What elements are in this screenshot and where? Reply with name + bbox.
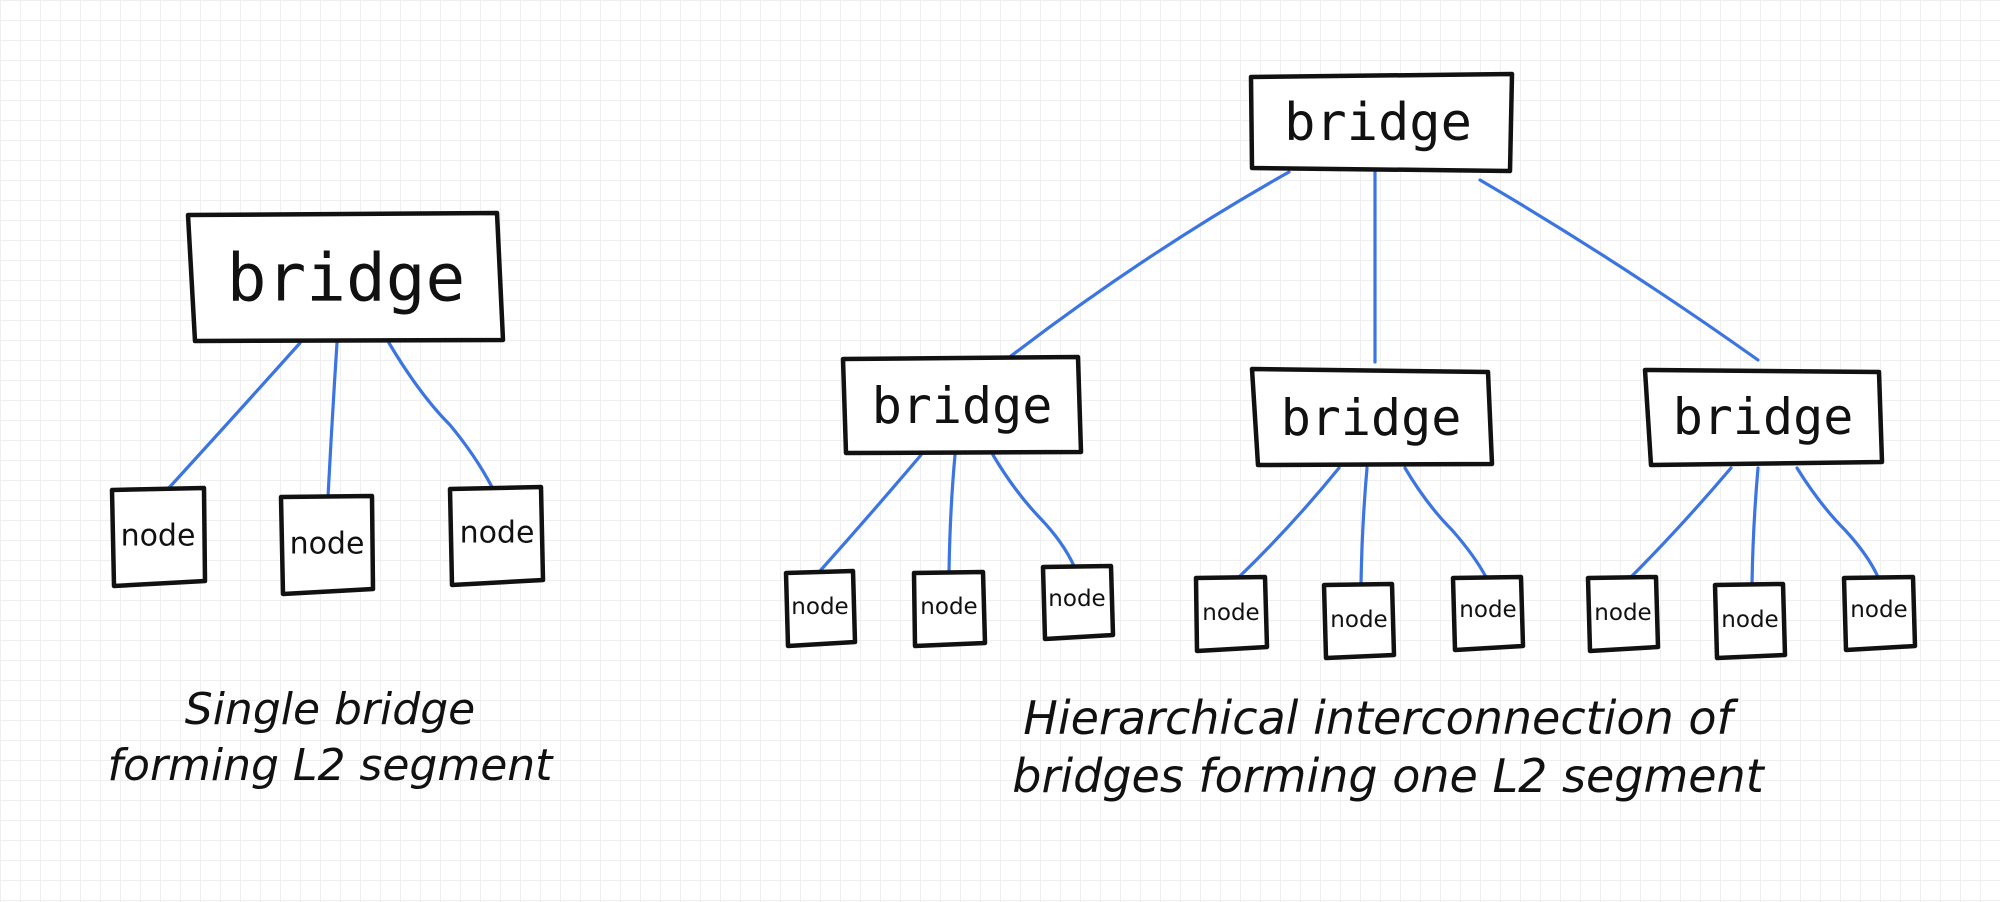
node-label: node bbox=[1594, 600, 1651, 626]
link-bridge-1-to-node bbox=[991, 453, 1076, 568]
node-box: node bbox=[109, 485, 208, 589]
hierarchical-caption-line-1: Hierarchical interconnection of bbox=[1023, 691, 1738, 745]
node-box: node bbox=[447, 484, 546, 588]
node-label: node bbox=[1721, 607, 1778, 633]
node-label: node bbox=[1048, 586, 1105, 612]
node-box: node bbox=[1585, 574, 1661, 654]
node-label: node bbox=[290, 527, 365, 562]
node-box: node bbox=[1321, 581, 1397, 661]
link-left-bridge-to-node-2 bbox=[326, 341, 339, 499]
link-bridge-1-to-node bbox=[947, 453, 957, 574]
bridge-box-level2: bridge bbox=[1642, 367, 1885, 468]
node-box: node bbox=[1712, 581, 1788, 661]
bridge-box-single: bridge bbox=[185, 210, 506, 344]
single-bridge-caption-line-1: Single bridge bbox=[185, 684, 475, 735]
node-label: node bbox=[1330, 607, 1387, 633]
bridge-box-root: bridge bbox=[1248, 71, 1515, 174]
bridge-label: bridge bbox=[1281, 389, 1462, 447]
node-label: node bbox=[1850, 597, 1907, 623]
node-box: node bbox=[1450, 574, 1526, 653]
bridge-label: bridge bbox=[872, 377, 1053, 435]
link-bridge-3-to-node bbox=[1628, 466, 1733, 580]
bridge-label: bridge bbox=[227, 240, 465, 317]
node-box: node bbox=[911, 569, 988, 649]
node-label: node bbox=[791, 594, 848, 620]
link-left-bridge-to-node-3 bbox=[387, 341, 494, 489]
bridge-label: bridge bbox=[1673, 388, 1854, 446]
node-label: node bbox=[1202, 600, 1259, 626]
link-left-bridge-to-node-1 bbox=[165, 341, 302, 492]
bridge-label: bridge bbox=[1284, 93, 1472, 153]
single-bridge-caption-line-2: forming L2 segment bbox=[108, 740, 555, 791]
link-bridge-2-to-node bbox=[1403, 466, 1488, 579]
link-root-to-bridge-3 bbox=[1478, 178, 1760, 362]
node-label: node bbox=[920, 594, 977, 620]
node-label: node bbox=[1459, 597, 1516, 623]
hierarchical-bridges-group: bridge bridge bridge bridge node node no… bbox=[783, 71, 1918, 803]
node-box: node bbox=[278, 493, 376, 597]
node-box: node bbox=[1841, 574, 1918, 653]
bridge-box-level2: bridge bbox=[1249, 366, 1495, 468]
node-label: node bbox=[460, 516, 535, 551]
link-bridge-3-to-node bbox=[1795, 466, 1880, 579]
link-bridge-3-to-node bbox=[1750, 466, 1760, 586]
bridge-box-level2: bridge bbox=[840, 354, 1084, 456]
link-bridge-2-to-node bbox=[1236, 466, 1341, 580]
node-box: node bbox=[1193, 574, 1270, 654]
node-label: node bbox=[121, 519, 196, 554]
link-bridge-1-to-node bbox=[818, 453, 923, 573]
hierarchical-caption-line-2: bridges forming one L2 segment bbox=[1012, 749, 1765, 803]
node-box: node bbox=[783, 568, 858, 649]
single-bridge-group: bridge node node node Single bridge form… bbox=[108, 210, 555, 791]
node-box: node bbox=[1040, 563, 1116, 642]
link-bridge-2-to-node bbox=[1359, 466, 1369, 586]
link-root-to-bridge-1 bbox=[1009, 170, 1291, 358]
